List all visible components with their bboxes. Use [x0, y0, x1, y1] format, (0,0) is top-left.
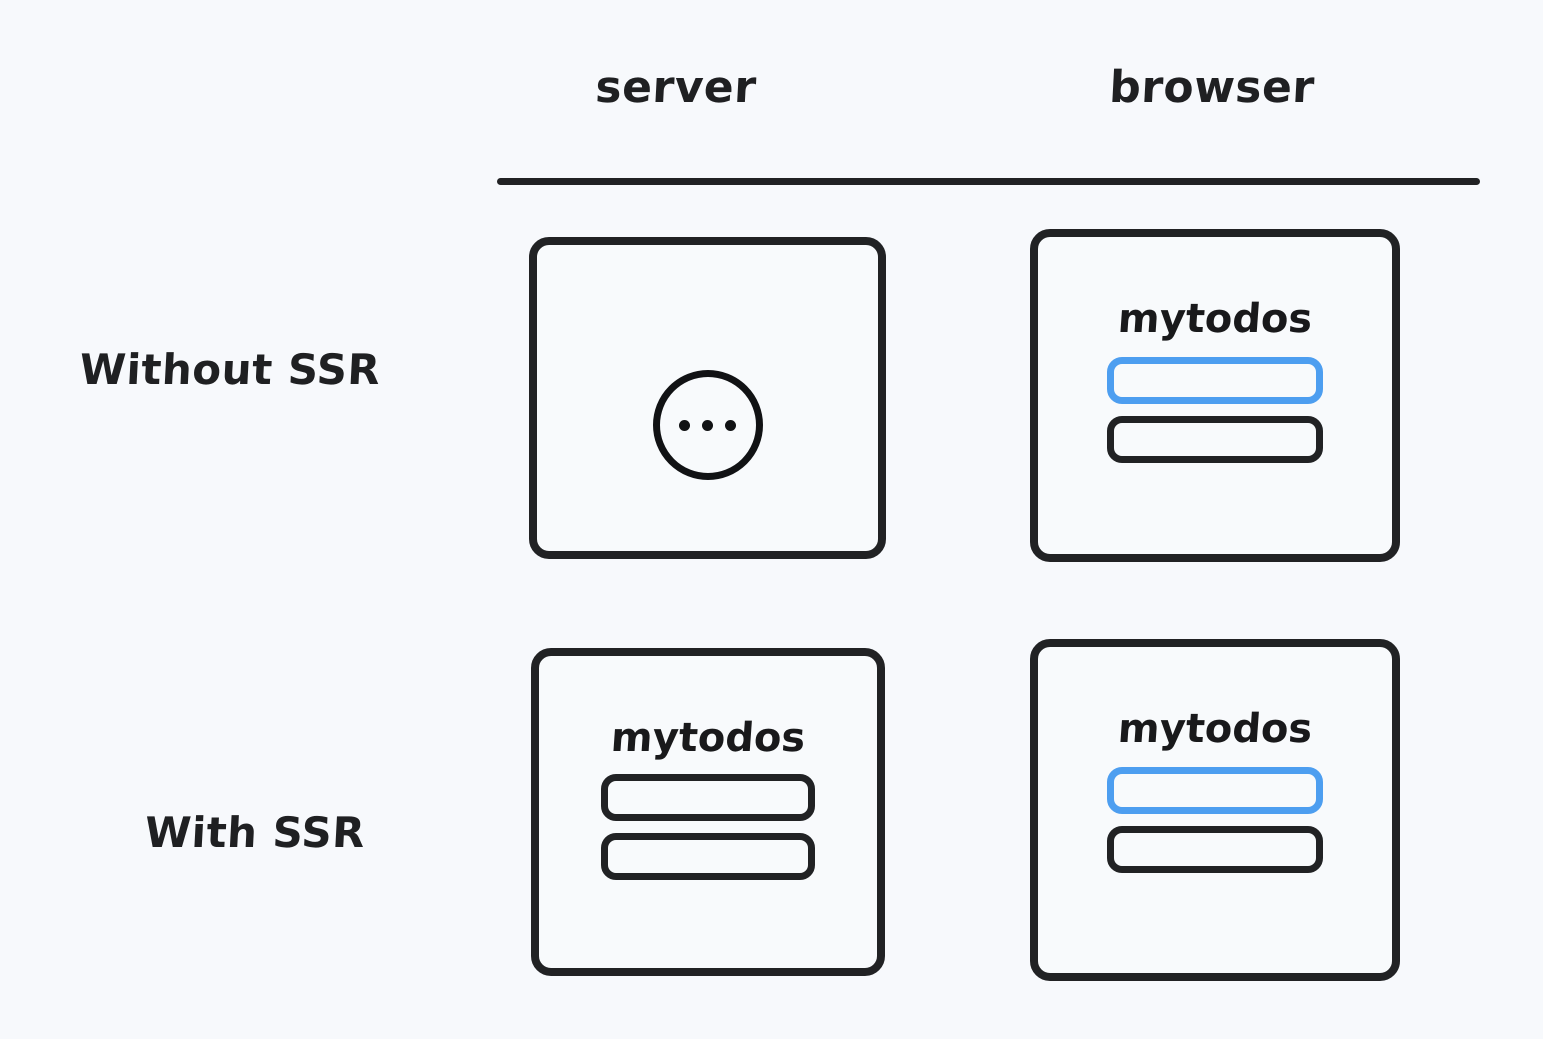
todo-item[interactable] [1107, 416, 1323, 463]
spinner-dot [725, 419, 736, 431]
row-label-with-ssr: With SSR [143, 808, 367, 857]
app-title: mytodos [1116, 706, 1314, 752]
column-header-browser: browser [1108, 62, 1316, 113]
app-mock: mytodos [1038, 706, 1392, 873]
todo-list [1107, 357, 1323, 463]
app-mock: mytodos [539, 715, 877, 880]
todo-item[interactable] [1107, 767, 1323, 814]
todo-item[interactable] [1107, 826, 1323, 873]
spinner-dot [679, 419, 690, 431]
column-header-server: server [594, 62, 758, 113]
todo-list [1107, 767, 1323, 873]
app-title: mytodos [609, 715, 807, 761]
card-server-with-ssr: mytodos [531, 648, 885, 976]
spinner-dot [702, 419, 713, 431]
loading-spinner-wrap [537, 370, 878, 480]
todo-item[interactable] [601, 833, 815, 880]
todo-item[interactable] [601, 774, 815, 821]
app-mock: mytodos [1038, 296, 1392, 463]
card-server-without-ssr [529, 237, 886, 559]
card-browser-with-ssr: mytodos [1030, 639, 1400, 981]
app-title: mytodos [1116, 296, 1314, 342]
row-label-without-ssr: Without SSR [78, 345, 382, 394]
loading-ellipsis-icon [652, 370, 763, 480]
todo-list [601, 774, 815, 880]
header-divider [497, 178, 1480, 185]
todo-item[interactable] [1107, 357, 1323, 404]
card-browser-without-ssr: mytodos [1030, 229, 1400, 562]
